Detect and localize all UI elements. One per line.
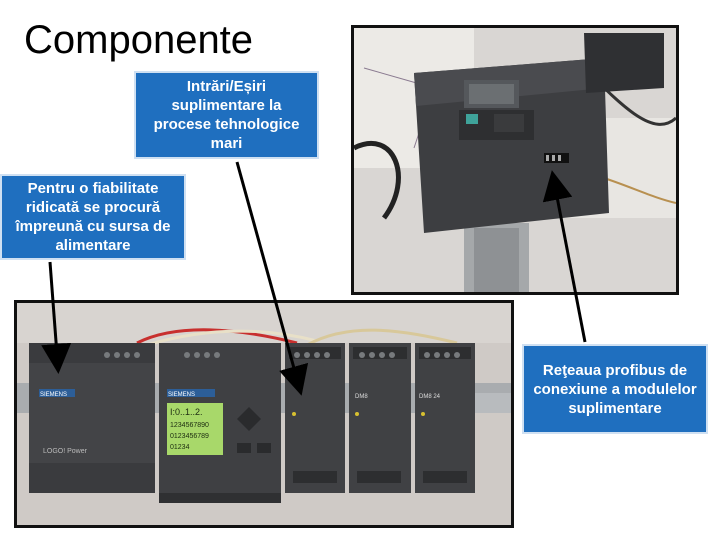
callout-io-modules: Intrări/Eșiri suplimentare la procese te… — [134, 71, 319, 159]
expansion-module-2: DM8 — [349, 343, 411, 493]
slide-title: Componente — [24, 18, 254, 62]
module-3-label: DM8 24 — [419, 394, 441, 400]
power-brand-text: SIEMENS — [40, 392, 67, 398]
keypad-cross — [237, 407, 261, 431]
lcd-line-3: 0123456789 — [170, 433, 209, 440]
lcd-line-1: I:0..1..2. — [170, 407, 203, 417]
power-label-text: LOGO! Power — [43, 448, 88, 455]
base-brand-text: SIEMENS — [168, 392, 195, 398]
lcd-display — [167, 403, 223, 455]
bottom-photo-logo-system: SIEMENS LOGO! Power SIEMENS I:0..1..2. 1… — [14, 300, 514, 528]
module-2-label: DM8 — [355, 394, 368, 400]
expansion-module-3: DM8 24 — [415, 343, 475, 493]
expansion-module-1 — [285, 343, 345, 493]
lcd-line-4: 01234 — [170, 444, 190, 451]
callout-reliability: Pentru o fiabilitate ridicată se procură… — [0, 174, 186, 260]
top-photo-logo-module — [351, 25, 679, 295]
callout-profibus: Reţeaua profibus de conexiune a modulelo… — [522, 344, 708, 434]
lcd-line-2: 1234567890 — [170, 422, 209, 429]
base-module: SIEMENS I:0..1..2. 1234567890 0123456789… — [159, 343, 281, 503]
power-module: SIEMENS LOGO! Power — [29, 343, 155, 493]
